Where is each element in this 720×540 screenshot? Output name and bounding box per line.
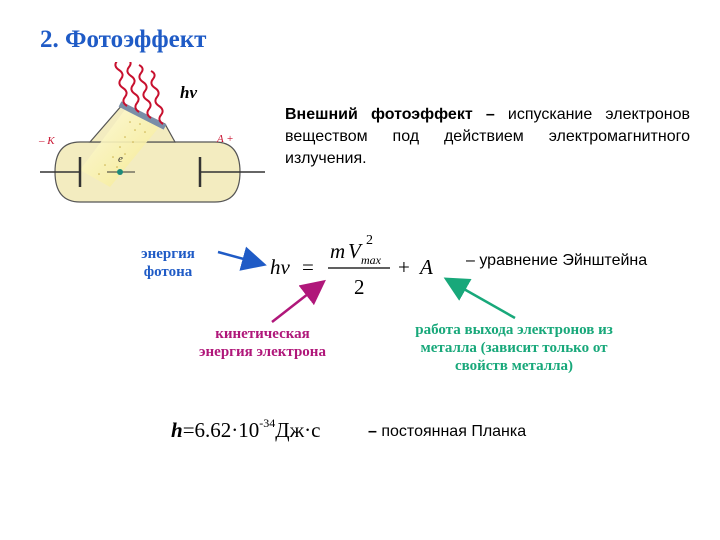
work-arrow: [443, 277, 516, 320]
planck-exponent: -34: [259, 416, 276, 430]
einstein-formula: hν = m V 2 max 2 + A: [270, 233, 433, 299]
formula-exponent: 2: [366, 233, 373, 248]
formula-plus: +: [398, 255, 410, 279]
planck-unit: Дж·с: [275, 418, 321, 442]
photon-energy-line: энергия: [141, 246, 195, 262]
kinetic-energy-line: энергия электрона: [199, 344, 326, 360]
planck-note-text: постоянная Планка: [381, 423, 527, 440]
formula-subscript: max: [361, 253, 382, 267]
equation-note: – уравнение Эйнштейна: [466, 252, 648, 269]
cathode-label: – K: [38, 135, 55, 147]
formula-work: A: [418, 255, 433, 279]
kinetic-energy-label: кинетическая энергия электрона: [170, 325, 355, 361]
phototube-diagram: e – K A + hν: [38, 62, 265, 203]
work-function-line: металла (зависит только от: [420, 340, 608, 356]
photon-energy-label: энергия фотона: [118, 245, 218, 281]
page-title: 2. Фотоэффект: [40, 26, 207, 53]
light-dots: [98, 121, 146, 175]
formula-denominator: 2: [354, 275, 365, 299]
planck-constant: h=6.62·10-34Дж·с: [171, 416, 321, 443]
work-function-line: свойств металла): [454, 358, 574, 374]
formula-velocity: V: [348, 239, 363, 263]
planck-symbol: h: [171, 418, 183, 442]
definition-term: Внешний фотоэффект: [285, 106, 473, 123]
electron-dot: [117, 169, 123, 175]
planck-note-dash: –: [368, 423, 377, 440]
definition-dash: –: [485, 106, 495, 123]
electrodes: [40, 157, 265, 187]
formula-mass: m: [330, 239, 345, 263]
photon-waves: [114, 62, 164, 125]
photon-arrow: [217, 246, 267, 271]
formula-lhs: hν: [270, 255, 291, 279]
work-function-label: работа выхода электронов из металла (зав…: [378, 321, 650, 375]
planck-note: – постоянная Планка: [368, 423, 526, 441]
definition-text: Внешний фотоэффект – испускание электрон…: [285, 104, 690, 170]
formula-equals: =: [302, 255, 314, 279]
anode-label: A +: [216, 133, 234, 145]
window-plate: [118, 101, 167, 130]
photon-label: hν: [180, 83, 197, 102]
planck-value: =6.62·10: [182, 418, 260, 442]
definition-body: испускание электронов веществом под дейс…: [285, 106, 691, 167]
electron-label: e: [118, 153, 123, 165]
kinetic-energy-line: кинетическая: [215, 326, 310, 342]
photon-energy-line: фотона: [143, 264, 193, 280]
work-function-line: работа выхода электронов из: [415, 322, 613, 338]
